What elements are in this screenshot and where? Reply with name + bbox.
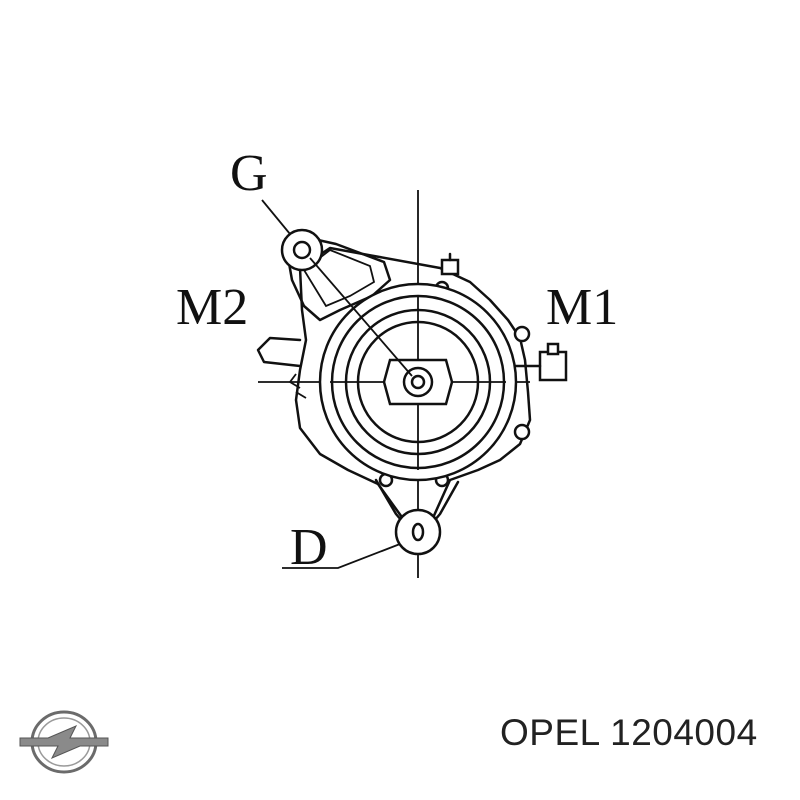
label-m1: M1	[546, 279, 618, 336]
g-leader-line	[261, 199, 291, 235]
brand-name: OPEL	[500, 712, 600, 753]
housing-screw-2	[513, 325, 531, 343]
d-leader-line	[282, 543, 401, 569]
m1-terminal-stud	[546, 342, 560, 356]
alternator-housing	[294, 246, 532, 522]
part-number: 1204004	[610, 712, 758, 753]
g-bracket-inner	[302, 248, 376, 308]
g-mount-hole-inner	[292, 240, 312, 260]
housing-screw-3	[513, 423, 531, 441]
label-m2: M2	[176, 279, 248, 336]
label-g: G	[230, 145, 268, 202]
label-d: D	[290, 519, 328, 576]
part-caption: OPEL 1204004	[500, 712, 758, 754]
d-mount-hole-inner	[411, 522, 425, 542]
pulley-shaft-inner	[410, 374, 426, 390]
m2-clip	[288, 373, 307, 399]
m1-terminal-block	[538, 350, 568, 382]
top-terminal	[440, 258, 460, 276]
opel-logo-icon	[19, 710, 109, 774]
m2-terminal	[256, 336, 302, 368]
g-to-shaft-line	[309, 257, 413, 377]
